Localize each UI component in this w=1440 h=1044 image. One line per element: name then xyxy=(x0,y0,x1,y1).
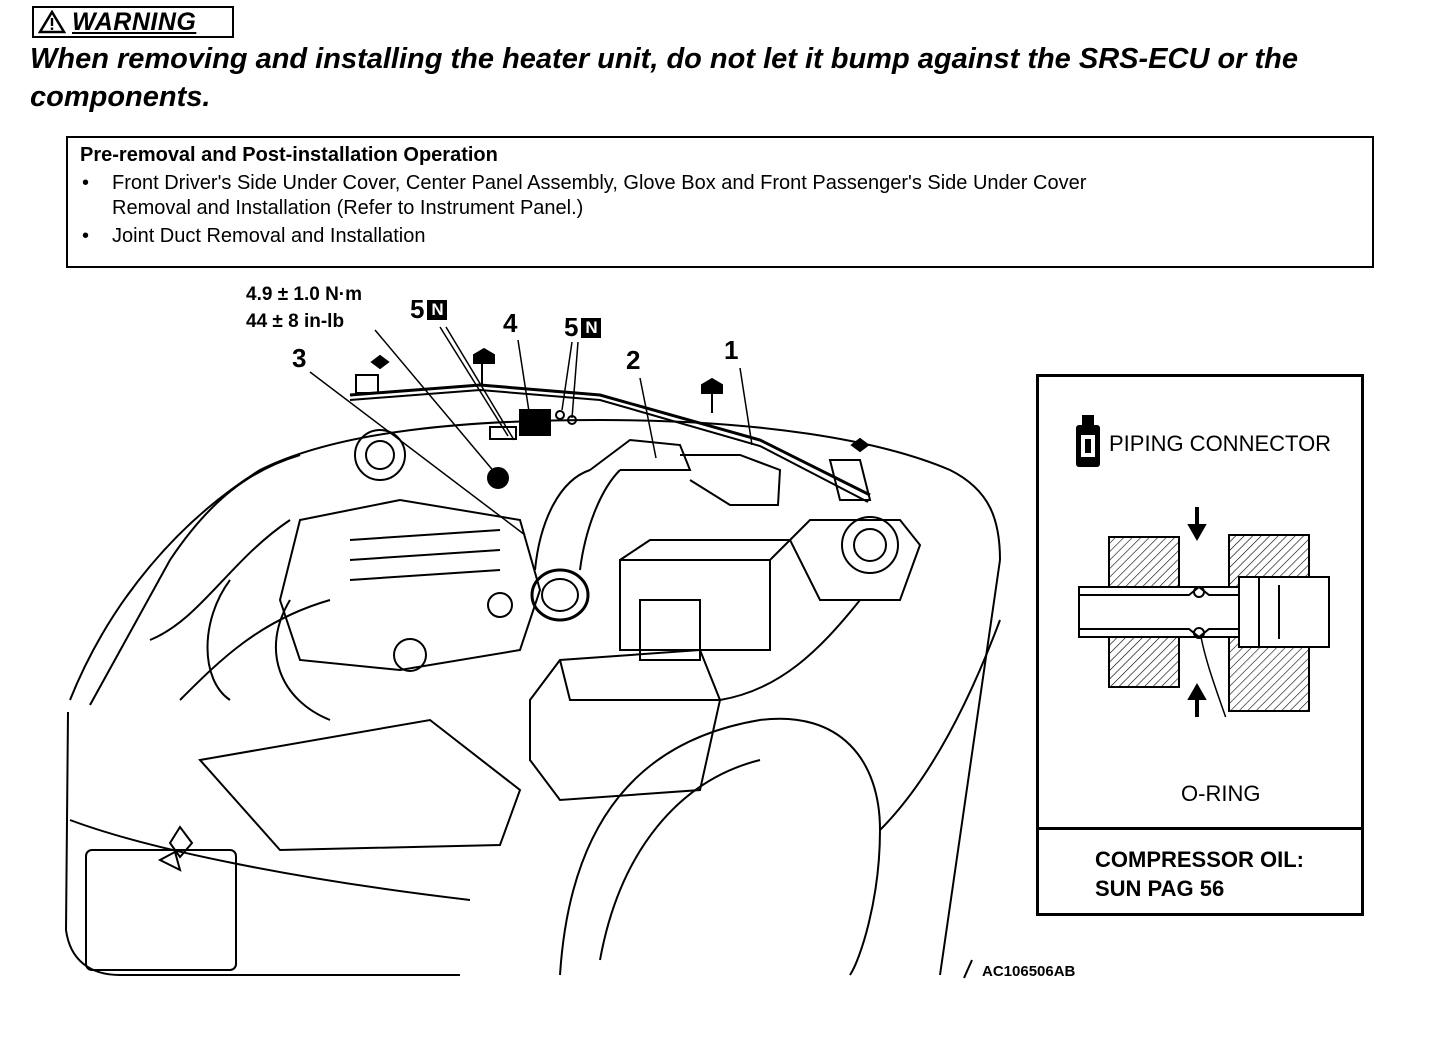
warning-text: When removing and installing the heater … xyxy=(30,43,1298,113)
callout-3: 3 xyxy=(292,343,307,373)
bullet: • xyxy=(82,225,90,247)
callout-4: 4 xyxy=(503,308,518,338)
compressor-oil-title: COMPRESSOR OIL: xyxy=(1095,847,1305,872)
callout-1: 1 xyxy=(724,335,739,365)
callout-5-number: 5 xyxy=(564,312,579,342)
operation-item-text: Removal and Installation (Refer to Instr… xyxy=(112,197,584,219)
warning-box: WARNING xyxy=(32,6,234,38)
n-symbol-icon: N xyxy=(581,318,602,338)
o-ring-label: O-RING xyxy=(1181,781,1261,806)
warning-label: WARNING xyxy=(72,7,197,36)
figure-code: AC106506AB xyxy=(982,963,1076,980)
bullet: • xyxy=(82,172,90,194)
torque-nm: 4.9 ± 1.0 N·m xyxy=(246,284,363,305)
piping-connector-inset: PIPING CONNECTOR O-RING COMPRESSOR OIL: … xyxy=(1036,374,1364,916)
o-ring-cross-section xyxy=(1078,507,1330,717)
operation-item-text: Front Driver's Side Under Cover, Center … xyxy=(112,172,1087,194)
inset-divider xyxy=(1039,827,1361,830)
operation-item-text: Joint Duct Removal and Installation xyxy=(112,225,426,247)
callout-5-number: 5 xyxy=(410,294,425,324)
warning-triangle-icon xyxy=(38,10,66,34)
operation-box: Pre-removal and Post-installation Operat… xyxy=(66,136,1374,268)
operation-title: Pre-removal and Post-installation Operat… xyxy=(80,144,498,166)
torque-spec: 4.9 ± 1.0 N·m 44 ± 8 in-lb xyxy=(246,281,362,335)
callout-2: 2 xyxy=(626,345,641,375)
figure-code-slash xyxy=(963,959,973,979)
piping-connector-label: PIPING CONNECTOR xyxy=(1109,431,1332,456)
compressor-oil-type: SUN PAG 56 xyxy=(1095,876,1225,901)
operation-item: • Joint Duct Removal and Installation xyxy=(80,224,1360,249)
operation-item: • Front Driver's Side Under Cover, Cente… xyxy=(80,171,1360,221)
torque-inlb: 44 ± 8 in-lb xyxy=(246,311,345,332)
oil-bottle-icon xyxy=(1076,415,1100,467)
n-symbol-icon: N xyxy=(427,300,448,320)
